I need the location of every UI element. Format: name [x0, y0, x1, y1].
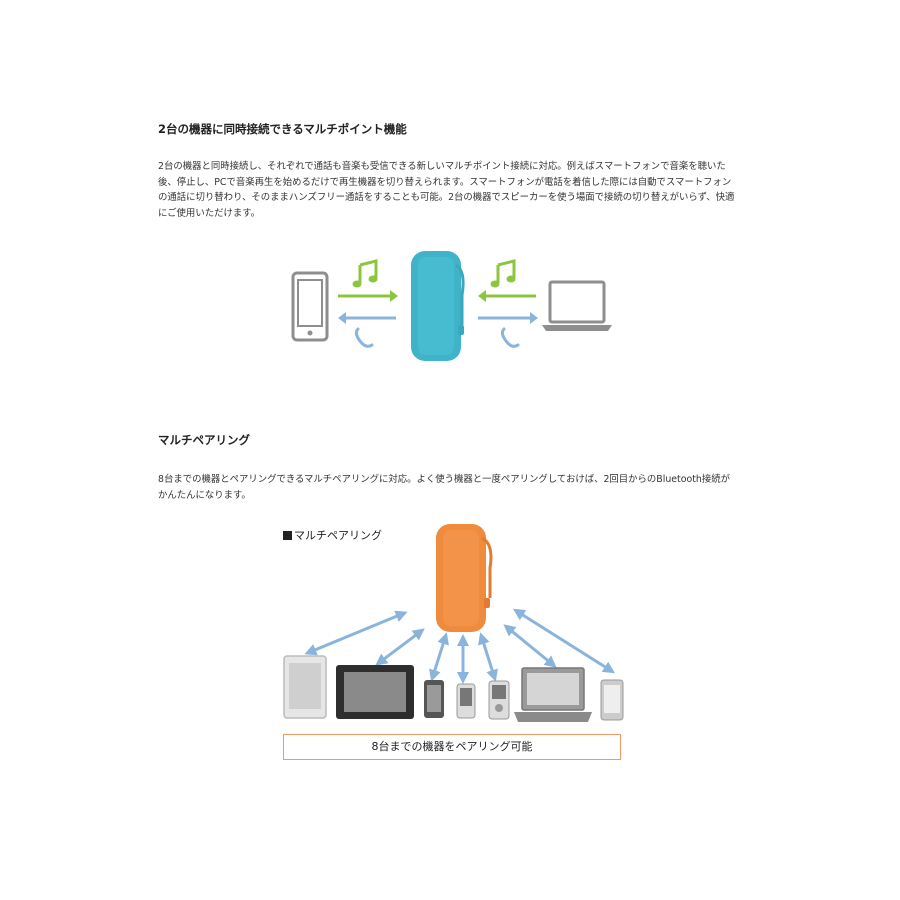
pairing-arrow — [429, 632, 449, 682]
phone-handset-icon — [354, 327, 374, 348]
multipoint-illustration — [291, 251, 612, 361]
multipairing-section: マルチペアリング 8台までの機器とペアリングできるマルチペアリングに対応。よく使… — [158, 432, 742, 503]
feature-phone-icon — [488, 680, 510, 720]
multipairing-description: 8台までの機器とペアリングできるマルチペアリングに対応。よく使う機器と一度ペアリ… — [158, 472, 742, 503]
call-arrow-left — [338, 312, 396, 324]
multipairing-heading: マルチペアリング — [158, 433, 250, 447]
laptop-icon — [542, 280, 612, 331]
multipairing-illustration — [283, 524, 624, 722]
speaker-teal — [411, 251, 465, 361]
pairing-arrows — [304, 608, 616, 684]
multipoint-section: 2台の機器に同時接続できるマルチポイント機能 2台の機器と同時接続し、それぞれで… — [158, 121, 742, 221]
multipoint-description-line: 後、停止し、PCで音楽再生を始めるだけで再生機器を切り替えられます。スマートフォ… — [158, 176, 732, 188]
multipoint-description: 2台の機器と同時接続し、それぞれで通話も音楽も受信できる新しいマルチポイント接続… — [158, 159, 742, 221]
pairing-arrow — [478, 632, 498, 682]
multipairing-caption: 8台までの機器をペアリング可能 — [283, 734, 621, 760]
music-note-icon — [352, 259, 378, 288]
multipairing-description-line: 8台までの機器とペアリングできるマルチペアリングに対応。よく使う機器と一度ペアリ… — [158, 474, 730, 485]
smartphone-icon — [424, 680, 444, 718]
music-arrow-right — [478, 290, 536, 302]
multipoint-description-line: の通話に切り替わり、そのままハンズフリー通話をすることも可能。2台の機器でスピー… — [158, 192, 735, 203]
multipairing-diagram-label: マルチペアリング — [283, 527, 382, 543]
multipairing-diagram-label-text: マルチペアリング — [294, 529, 382, 542]
pairing-arrow — [503, 624, 557, 668]
large-tablet-icon — [336, 665, 414, 719]
smartphone-icon — [291, 271, 329, 342]
tablet-icon — [283, 655, 327, 719]
multipairing-description-line: かんたんになります。 — [158, 489, 251, 501]
music-arrow-left — [338, 290, 398, 302]
pairing-arrow — [304, 610, 408, 656]
speaker-orange — [436, 524, 493, 632]
pairing-arrow — [512, 608, 616, 674]
multipoint-description-line: 2台の機器と同時接続し、それぞれで通話も音楽も受信できる新しいマルチポイント接続… — [158, 161, 726, 172]
smartphone-icon — [600, 679, 624, 721]
pairing-arrow — [375, 628, 425, 666]
call-arrow-right — [478, 312, 538, 324]
multipoint-description-line: にご使用いただけます。 — [158, 207, 260, 219]
multipoint-heading: 2台の機器に同時接続できるマルチポイント機能 — [158, 122, 407, 136]
portable-media-player-icon — [456, 683, 476, 719]
square-bullet-icon — [283, 531, 292, 540]
laptop-icon — [514, 667, 592, 722]
phone-handset-icon — [500, 327, 520, 348]
music-note-icon — [490, 259, 516, 288]
